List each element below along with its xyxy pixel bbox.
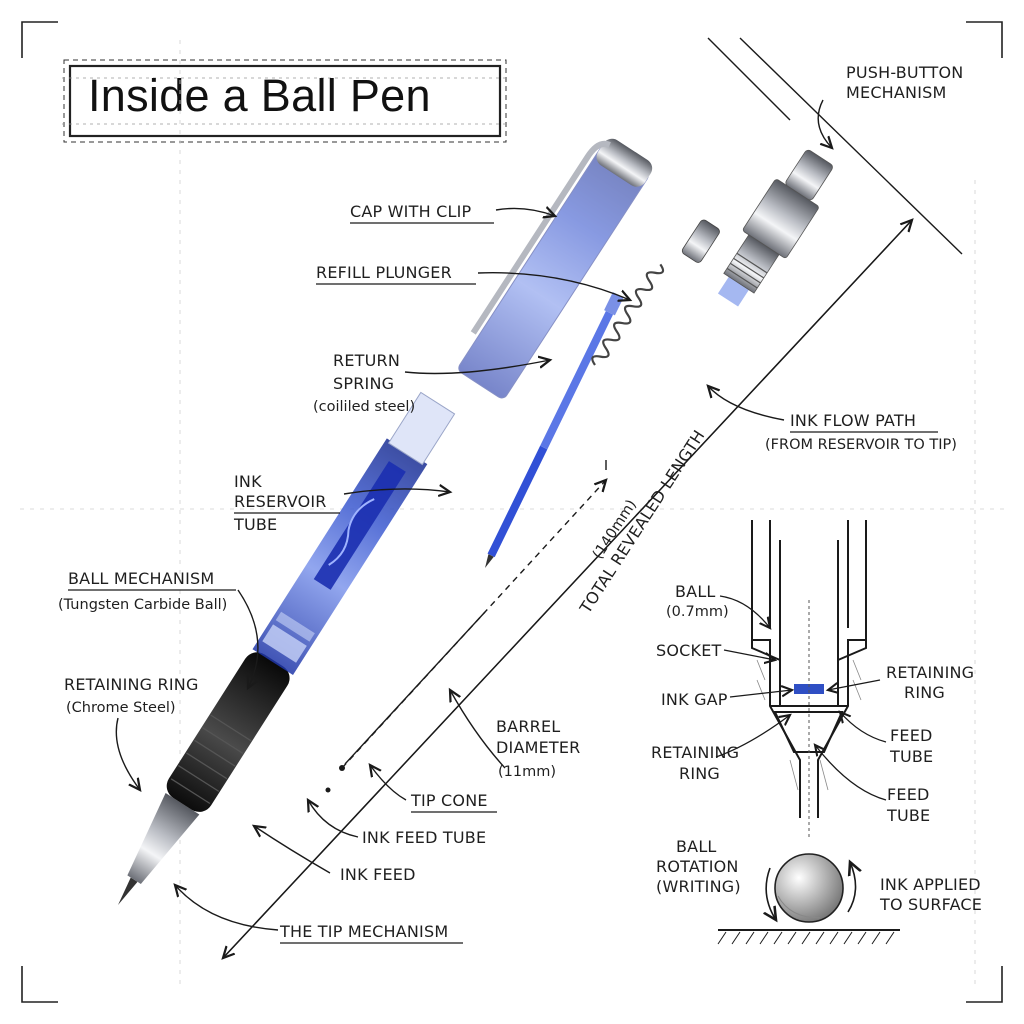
ball-icon [774, 853, 844, 923]
label-barrel-diameter-value: (11mm) [498, 764, 556, 780]
detail-ink-applied-1: INK APPLIED [880, 875, 981, 894]
label-refill-plunger: REFILL PLUNGER [316, 263, 452, 282]
label-ink-flow-note: (FROM RESERVOIR TO TIP) [765, 437, 957, 453]
label-tip-mechanism: THE TIP MECHANISM [279, 922, 448, 941]
label-return-spring-note: (coililed steel) [313, 399, 415, 415]
label-return-spring-1: RETURN [333, 351, 400, 370]
label-ink-reservoir-1: INK [234, 472, 262, 491]
label-ball-mechanism: BALL MECHANISM [68, 569, 214, 588]
tip-cross-section: BALL (0.7mm) SOCKET INK GAP RETAINING RI… [651, 520, 982, 945]
detail-ball-2: (0.7mm) [666, 604, 729, 620]
detail-ink-applied-2: TO SURFACE [879, 895, 982, 914]
detail-retaining-ring-left-1: RETAINING [651, 743, 739, 762]
return-spring [591, 263, 665, 366]
push-button [717, 149, 833, 307]
label-ink-flow-path: INK FLOW PATH [790, 411, 916, 430]
label-barrel-diameter-1: BARREL [496, 717, 560, 736]
detail-socket: SOCKET [656, 641, 722, 660]
label-ink-reservoir-3: TUBE [233, 515, 277, 534]
label-retaining-ring-note: (Chrome Steel) [66, 700, 176, 716]
label-ink-feed: INK FEED [340, 865, 416, 884]
pen-assembly [118, 391, 456, 905]
cap-clip [470, 140, 611, 335]
label-ball-mechanism-note: (Tungsten Carbide Ball) [58, 597, 227, 613]
rubber-grip [166, 652, 290, 812]
label-push-button-2: MECHANISM [846, 83, 947, 102]
detail-ball-rotation-2: ROTATION [656, 857, 739, 876]
label-push-button-1: PUSH-BUTTON [846, 63, 963, 82]
title-frame [62, 59, 508, 143]
detail-ink-gap: INK GAP [661, 690, 728, 709]
detail-retaining-ring-right-2: RING [904, 683, 945, 702]
detail-feed-tube-upper-2: TUBE [889, 747, 933, 766]
label-ink-feed-tube: INK FEED TUBE [362, 828, 486, 847]
detail-ball-rotation-3: (WRITING) [656, 877, 741, 896]
label-cap-with-clip: CAP WITH CLIP [350, 202, 471, 221]
ink-reservoir [313, 461, 406, 590]
detail-feed-tube-upper-1: FEED [890, 726, 933, 745]
label-barrel-diameter-2: DIAMETER [496, 738, 581, 757]
label-return-spring-2: SPRING [333, 374, 394, 393]
refill-plunger [681, 219, 720, 263]
barrel-collar [387, 391, 456, 466]
label-retaining-ring: RETAINING RING [64, 675, 199, 694]
detail-feed-tube-lower-2: TUBE [886, 806, 930, 825]
pen-tip [118, 877, 138, 905]
detail-feed-tube-lower-1: FEED [887, 785, 930, 804]
ink-gap-fill [794, 684, 824, 694]
pen-cap [458, 138, 653, 399]
tip-cone [127, 793, 200, 884]
label-ink-reservoir-2: RESERVOIR [234, 492, 327, 511]
dimension-lines [223, 37, 963, 958]
label-tip-cone: TIP CONE [410, 791, 488, 810]
detail-retaining-ring-left-2: RING [679, 764, 720, 783]
callout-leaders [115, 99, 832, 931]
corner-brackets [21, 21, 1003, 1003]
page-title: Inside a Ball Pen [88, 70, 431, 121]
detail-ball-1: BALL [675, 582, 716, 601]
detail-ball-rotation-1: BALL [676, 837, 717, 856]
detail-retaining-ring-right-1: RETAINING [886, 663, 974, 682]
